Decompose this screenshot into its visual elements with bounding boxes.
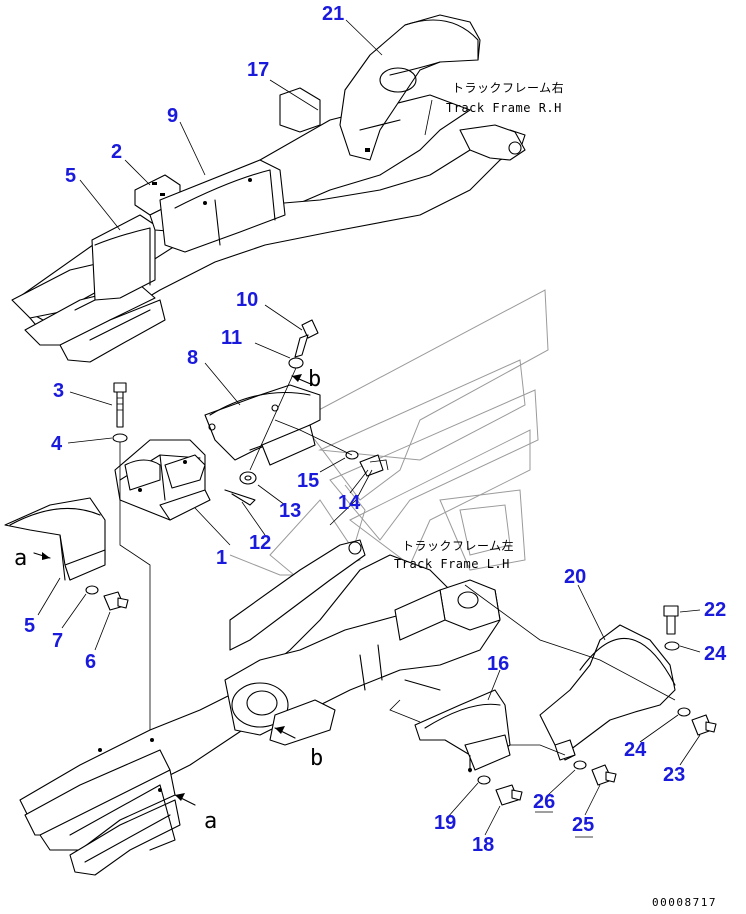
- arrow-b-upper-head: [292, 374, 302, 382]
- track-frame-rh-label-en: Track Frame R.H: [446, 101, 562, 115]
- leader-26: [510, 744, 566, 756]
- cover-5-upper: [91, 214, 156, 301]
- callout-23: 23: [663, 764, 685, 786]
- cover-8: [204, 384, 321, 466]
- cover-16: [414, 689, 511, 773]
- callout-15: 15: [297, 470, 319, 492]
- callout-5-lower: 5: [24, 615, 35, 637]
- track-frame-rh-label-jp: トラックフレーム右: [452, 80, 564, 95]
- callout-10: 10: [236, 289, 258, 311]
- washer-7: [85, 585, 99, 595]
- leader-16: [389, 699, 421, 723]
- track-frame-lh-label-en: Track Frame L.H: [394, 557, 510, 571]
- bolt-25: [591, 764, 617, 786]
- callout-25: 25: [572, 814, 594, 836]
- cover-17-upper: [279, 87, 321, 133]
- bolt-10: [294, 319, 319, 358]
- callout-14: 14: [338, 492, 361, 514]
- callout-19: 19: [434, 812, 456, 834]
- callout-3: 3: [53, 380, 64, 402]
- leader-15: [274, 419, 353, 456]
- callout-17: 17: [247, 59, 269, 81]
- callout-16: 16: [487, 653, 509, 675]
- watermark-logo: [229, 289, 549, 581]
- callout-2: 2: [111, 141, 122, 163]
- washer-11: [288, 357, 304, 369]
- callout-11: 11: [221, 327, 242, 349]
- callout-26: 26: [533, 791, 555, 813]
- callout-leaders: [37, 19, 701, 836]
- leader-11-13: [249, 367, 297, 471]
- label-leader: [424, 99, 433, 136]
- callout-4: 4: [51, 433, 63, 455]
- callout-24-upper: 24: [704, 643, 727, 665]
- leader-4-to-frame: [119, 442, 151, 740]
- ref-letter-b-upper: b: [308, 367, 321, 392]
- callout-13: 13: [279, 500, 301, 522]
- arrow-a-left-head: [42, 552, 50, 560]
- arrow-b-lower-head: [275, 726, 285, 734]
- cover-5-left: [4, 497, 106, 581]
- bolt-18: [495, 784, 523, 806]
- callout-22: 22: [704, 599, 726, 621]
- cover-20: [539, 624, 676, 761]
- track-frame-lh-label-jp: トラックフレーム左: [402, 538, 514, 553]
- cover-21-upper: [339, 14, 481, 161]
- nut-13: [239, 471, 257, 485]
- callout-18: 18: [472, 834, 494, 856]
- bracket-1: [114, 439, 211, 521]
- pin-12: [224, 489, 256, 506]
- washer-26: [573, 760, 587, 770]
- washer-24-lower: [677, 707, 691, 717]
- arrow-a-lower-head: [175, 793, 185, 801]
- callout-7: 7: [52, 630, 63, 652]
- callout-21: 21: [322, 3, 344, 25]
- bolt-14: [359, 454, 389, 477]
- bolt-6: [103, 591, 129, 611]
- callout-labels: 21 17 9 2 5 10 11 8 3 4 15 14 13 12 1 5 …: [24, 3, 727, 856]
- bolt-3: [113, 382, 127, 428]
- leader-20: [464, 584, 676, 701]
- cover-9-upper: [159, 159, 286, 253]
- bolt-23: [691, 714, 717, 736]
- callout-underline: [535, 811, 593, 838]
- callout-6: 6: [85, 651, 96, 673]
- ref-letter-a-lower: a: [204, 809, 217, 834]
- washer-19: [477, 775, 491, 785]
- callout-1: 1: [216, 547, 227, 569]
- callout-9: 9: [167, 105, 178, 127]
- callout-20: 20: [564, 566, 586, 588]
- callout-5-upper: 5: [65, 165, 76, 187]
- callout-8: 8: [187, 347, 198, 369]
- bolt-22: [663, 605, 679, 635]
- washer-24-upper: [664, 641, 680, 651]
- callout-12: 12: [249, 532, 271, 554]
- washer-4: [112, 433, 128, 443]
- figure-number: 00008717: [652, 896, 717, 909]
- callout-24-lower: 24: [624, 739, 647, 761]
- track-frame-rh: [11, 94, 526, 363]
- ref-letter-b-lower: b: [310, 746, 323, 771]
- track-frame-lh: [19, 539, 501, 876]
- ref-letter-a-upper: a: [14, 546, 27, 571]
- leader-14: [329, 469, 373, 526]
